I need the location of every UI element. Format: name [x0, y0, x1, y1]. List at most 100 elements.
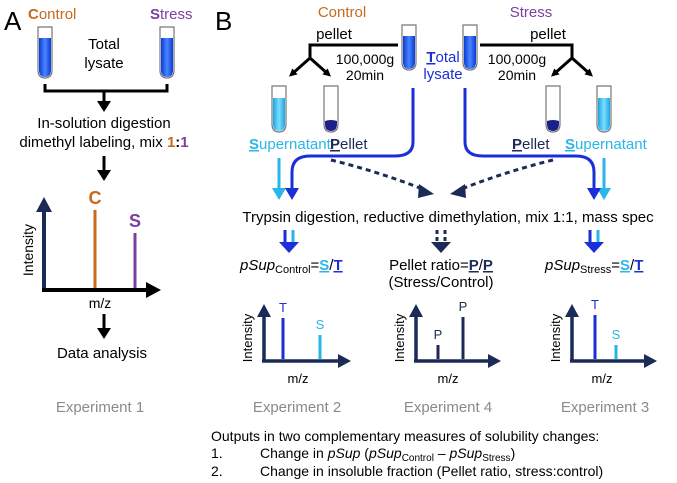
pellet-tube-left — [323, 85, 339, 133]
outputs-item1-num: 1. — [211, 445, 223, 461]
panel-b-label: B — [215, 6, 232, 36]
total-arrowhead-right — [587, 188, 601, 200]
total-lysate-b-line2: lysate — [423, 66, 462, 83]
control-label-b: Control — [318, 4, 366, 21]
ms3-y-label: Intensity — [548, 313, 563, 362]
ms2-x-label: m/z — [288, 371, 309, 386]
experiment-4-label: Experiment 4 — [404, 399, 492, 416]
ms4-x-head — [488, 354, 501, 368]
pellet-left-rest: ellet — [340, 136, 368, 153]
item1-sub-control: Control — [402, 453, 434, 464]
ms2-peak-s-label: S — [316, 317, 325, 332]
ms3-x-label: m/z — [592, 371, 613, 386]
psup-control-formula: pSupControl=S/T — [239, 257, 343, 276]
ms4-peak-p1-label: P — [434, 327, 443, 342]
psup-stress-eq: = — [611, 257, 620, 274]
ms3-peak-s-label: S — [612, 327, 621, 342]
item1-close: ) — [511, 445, 516, 461]
psup-control-s: S — [319, 257, 329, 274]
spin-left-line1: 100,000g — [336, 51, 394, 67]
ms-a-y-label: Intensity — [20, 224, 36, 276]
stress-total-tube-b — [462, 24, 478, 71]
digestion-step-line1: In-solution digestion — [37, 115, 170, 132]
ms-plot-a: C S Intensity m/z — [20, 188, 161, 311]
pellet-ratio-p1: P — [469, 257, 479, 274]
ms3-x-head — [644, 354, 657, 368]
stress-tube-a — [159, 26, 175, 79]
pellet-tube-right — [545, 85, 561, 133]
sup-arrowhead-left — [272, 188, 286, 200]
psup-stress-italic: pSup — [544, 257, 580, 274]
stress-initial-a: S — [150, 6, 160, 23]
pellet-right-text: Pellet — [512, 136, 550, 153]
lower-arrows — [279, 230, 604, 253]
spin-right-line1: 100,000g — [488, 51, 546, 67]
psup-control-sub: Control — [275, 264, 310, 276]
spin-right-line2: 20min — [498, 67, 536, 83]
ms2-peak-t-label: T — [279, 300, 287, 315]
stress-rest-a: tress — [160, 6, 193, 23]
experiment-3-label: Experiment 3 — [561, 399, 649, 416]
total-lysate-flow-lines — [290, 88, 596, 190]
psup-control-eq: = — [311, 257, 320, 274]
ratio-right: 1 — [180, 134, 188, 151]
pellet-right-rest: ellet — [522, 136, 550, 153]
sup-right-rest: upernatant — [575, 136, 648, 153]
ms4-y-label: Intensity — [392, 313, 407, 362]
ms4-x-label: m/z — [438, 371, 459, 386]
step-prefix: dimethyl labeling, mix — [19, 134, 167, 151]
pellet-right-label: pellet — [530, 26, 567, 43]
psup-control-slash: / — [329, 257, 334, 274]
data-analysis-label: Data analysis — [57, 345, 147, 362]
psup-stress-formula: pSupStress=S/T — [544, 257, 643, 276]
pellet-right-initial: P — [512, 136, 522, 153]
total-arrowhead-left — [285, 188, 299, 200]
pellet-ratio-p2: P — [483, 257, 493, 274]
supernatant-tube-left — [271, 85, 287, 133]
item1-open: ( — [360, 445, 369, 461]
item1-minus: – — [434, 445, 450, 461]
supernatant-arrows-top — [277, 158, 606, 190]
control-initial-a: C — [28, 6, 39, 23]
ms4-y-head — [409, 304, 423, 317]
digestion-step-line2: dimethyl labeling, mix 1:1 — [19, 134, 188, 151]
outputs-heading: Outputs in two complementary measures of… — [211, 428, 599, 444]
spin-left-line2: 20min — [346, 67, 384, 83]
total-initial-b: T — [426, 49, 435, 66]
sup-arrowhead-right — [597, 188, 611, 200]
pellet-dotted-arrows — [330, 158, 554, 192]
ms2-y-label: Intensity — [240, 313, 255, 362]
ratio-left: 1 — [167, 134, 175, 151]
pellet-ratio-prefix: Pellet ratio= — [389, 257, 469, 274]
total-lysate-a-line2: lysate — [84, 55, 123, 72]
item1-psup-control: pSup — [368, 445, 402, 461]
sup-left-initial: S — [249, 136, 259, 153]
item1-psup: pSup — [327, 445, 361, 461]
item1-psup-stress: pSup — [449, 445, 483, 461]
ms4-peak-p2-label: P — [459, 299, 468, 314]
ms3-y-head — [565, 304, 579, 317]
fork-right — [480, 43, 593, 77]
ms2-y-head — [257, 304, 271, 317]
stress-label-b: Stress — [510, 4, 553, 21]
peak-c-label: C — [89, 188, 102, 208]
psup-stress-sub: Stress — [580, 264, 612, 276]
outputs-item1: Change in pSup (pSupControl – pSupStress… — [260, 445, 515, 464]
item1-sub-stress: Stress — [482, 453, 510, 464]
control-tube-a — [37, 26, 53, 79]
ratio-sep: : — [175, 134, 180, 151]
ms-a-x-head — [146, 282, 161, 298]
pellet-ratio-formula: Pellet ratio=P/P — [389, 257, 493, 274]
experiment-2-label: Experiment 2 — [253, 399, 341, 416]
total-lysate-a-line1: Total — [88, 36, 120, 53]
pellet-arrowhead-left — [418, 184, 434, 198]
pellet-ratio-slash: / — [479, 257, 484, 274]
ms3-peak-t-label: T — [591, 297, 599, 312]
fork-left — [289, 43, 398, 77]
psup-control-italic: pSup — [239, 257, 275, 274]
total-rest-b: otal — [435, 49, 459, 66]
psup-control-t: T — [333, 257, 342, 274]
ms-a-y-head — [36, 197, 52, 212]
arrow-to-ms-a-head — [97, 170, 111, 181]
